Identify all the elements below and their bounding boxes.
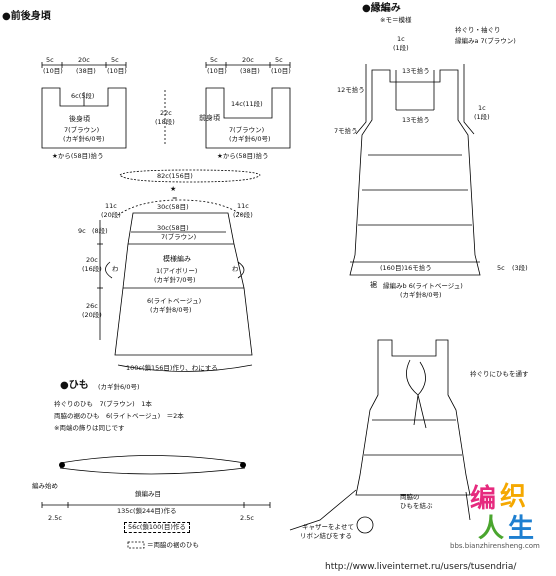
- back-width-mid: 20c: [78, 56, 90, 64]
- front-yarn: 7(ブラウン): [229, 126, 265, 134]
- back-hook: (カギ針6/0号): [63, 135, 105, 143]
- back-width-left: 5c: [46, 56, 54, 64]
- back-neck-depth: 6c(5段): [71, 92, 95, 100]
- skirt-outline: [97, 199, 253, 372]
- skirt-yarn-brown: 7(ブラウン): [161, 233, 197, 241]
- logo-char-1: 编: [470, 484, 497, 514]
- cord-total: 135c(鎖244目)作る: [117, 507, 177, 515]
- front-width-right: 5c: [275, 56, 283, 64]
- back-width-right: 5c: [111, 56, 119, 64]
- front-bodice-outline: [205, 62, 291, 149]
- edging-hem-pickup: (160目)16モ拾う: [380, 264, 432, 272]
- front-bodice-name: 前身頃: [199, 114, 220, 122]
- edging-1row-top: (1段): [393, 44, 409, 52]
- side-ties-note-2: ひもを結ぶ: [400, 502, 433, 510]
- cord-line-1: 衿ぐりのひも 7(ブラウン) 1本: [54, 400, 152, 408]
- side-ties-note: 両脇の: [400, 493, 420, 501]
- edging-13m-bottom: 13モ拾う: [402, 116, 430, 124]
- back-rows-right: (10目): [107, 67, 127, 75]
- edging-5c: 5c: [497, 264, 505, 272]
- edging-13m-top: 13モ拾う: [402, 67, 430, 75]
- skirt-pattern: 模様編み: [163, 255, 191, 263]
- edging-hem-yarn: 縁編みb 6(ライトベージュ): [383, 282, 463, 290]
- thread-cord-note: 衿ぐりにひもを通す: [470, 370, 529, 378]
- skirt-height-9: 9c: [78, 227, 86, 235]
- edging-3rows: (3段): [512, 264, 528, 272]
- back-yarn: 7(ブラウン): [64, 126, 100, 134]
- cord-end-right: 2.5c: [240, 514, 254, 522]
- front-rows-right: (10目): [271, 67, 291, 75]
- logo-char-2: 织: [500, 482, 527, 512]
- skirt-top-width: 30c(58目): [157, 203, 189, 211]
- logo-char-3: 人: [478, 514, 505, 544]
- skirt-height-20-rows: (16段): [82, 265, 102, 273]
- cord-start: 編み始め: [32, 482, 58, 490]
- tied-dress-outline: [289, 339, 471, 534]
- skirt-ivory: 1(アイボリー): [156, 267, 198, 275]
- front-rows-mid: (38目): [240, 67, 260, 75]
- back-bodice-outline: [41, 62, 127, 149]
- ribbon-note: リボン結びをする: [300, 532, 352, 540]
- cord-heading: ●ひも: [60, 380, 89, 391]
- skirt-height-26: 26c: [86, 302, 98, 310]
- skirt-ring-right: わ: [232, 265, 239, 273]
- skirt-side-right: 11c: [237, 202, 249, 210]
- edging-7m: 7モ拾う: [334, 127, 358, 135]
- back-pickup: ★から(58目)拾う: [52, 152, 104, 160]
- front-rows-left: (10目): [207, 67, 227, 75]
- front-width-left: 5c: [210, 56, 218, 64]
- skirt-side-right-rows: (20段): [233, 211, 253, 219]
- edging-dress-outline: [349, 64, 481, 276]
- skirt-hem: 100c(鎖156目)作り、わにする: [126, 364, 218, 372]
- edging-1row-side: (1段): [474, 113, 490, 121]
- edging-note: ※モ＝模様: [380, 16, 412, 24]
- edging-1c-side: 1c: [478, 104, 486, 112]
- watermark-url: http://www.liveinternet.ru/users/tusendr…: [325, 562, 517, 572]
- edging-12m: 12モ拾う: [337, 86, 365, 94]
- skirt-height-26-rows: (20段): [82, 311, 102, 319]
- edging-armhole-yarn: 縁編みa 7(ブラウン): [455, 37, 516, 45]
- skirt-beige: 6(ライトベージュ): [147, 297, 202, 305]
- front-neck-depth: 14c(11段): [231, 100, 263, 108]
- edging-hem-hook: (カギ針8/0号): [400, 291, 442, 299]
- cord-chain: 鎖編み目: [135, 490, 161, 498]
- skirt-side-left: 11c: [105, 202, 117, 210]
- star-mark: ★: [170, 185, 177, 193]
- cord-ends: [59, 462, 246, 468]
- front-hook: (カギ針6/0号): [229, 135, 271, 143]
- gather-note: ギャザーをよせて: [302, 523, 354, 531]
- bodice-height-rows: (18段): [155, 118, 175, 126]
- skirt-beige-hook: (カギ針8/0号): [150, 306, 192, 314]
- edging-armhole: 衿ぐり・袖ぐり: [455, 26, 501, 34]
- skirt-ring-left: わ: [112, 265, 119, 273]
- edging-heading: ●縁編み: [362, 3, 401, 14]
- skirt-side-left-rows: (20段): [101, 211, 121, 219]
- cord-line-3: ※両端の飾りは同じです: [54, 424, 125, 432]
- cord-outline: [41, 455, 271, 549]
- back-rows-left: (10目): [43, 67, 63, 75]
- back-bodice-name: 後身頃: [69, 115, 90, 123]
- edging-hem-label: 裾: [370, 281, 377, 289]
- cord-line-2: 両脇の裾のひも 6(ライトベージュ) ＝2本: [54, 412, 184, 420]
- cord-legend: ＝両脇の裾のひも: [147, 541, 199, 549]
- skirt-height-9-rows: (8段): [92, 227, 108, 235]
- bodice-height: 22c: [160, 109, 172, 117]
- front-back-heading: ●前後身頃: [2, 11, 51, 22]
- front-pickup: ★から(58目)拾う: [217, 152, 269, 160]
- cord-end-left: 2.5c: [48, 514, 62, 522]
- skirt-height-20: 20c: [86, 256, 98, 264]
- edging-1c-top: 1c: [397, 35, 405, 43]
- bodice-circumference: 82c(156目): [157, 172, 193, 180]
- cord-hook-label: (カギ針6/0号): [98, 383, 140, 391]
- skirt-ivory-hook: (カギ針7/0号): [154, 276, 196, 284]
- skirt-top-width-2: 30c(58目): [157, 224, 189, 232]
- logo-char-4: 生: [508, 514, 535, 544]
- front-width-mid: 20c: [242, 56, 254, 64]
- equals-mark: =: [172, 194, 178, 202]
- cord-alt-length: 56c(鎖100(目)作る: [124, 522, 190, 533]
- logo-url: bbs.bianzhirensheng.com: [450, 542, 540, 550]
- back-rows-mid: (38目): [76, 67, 96, 75]
